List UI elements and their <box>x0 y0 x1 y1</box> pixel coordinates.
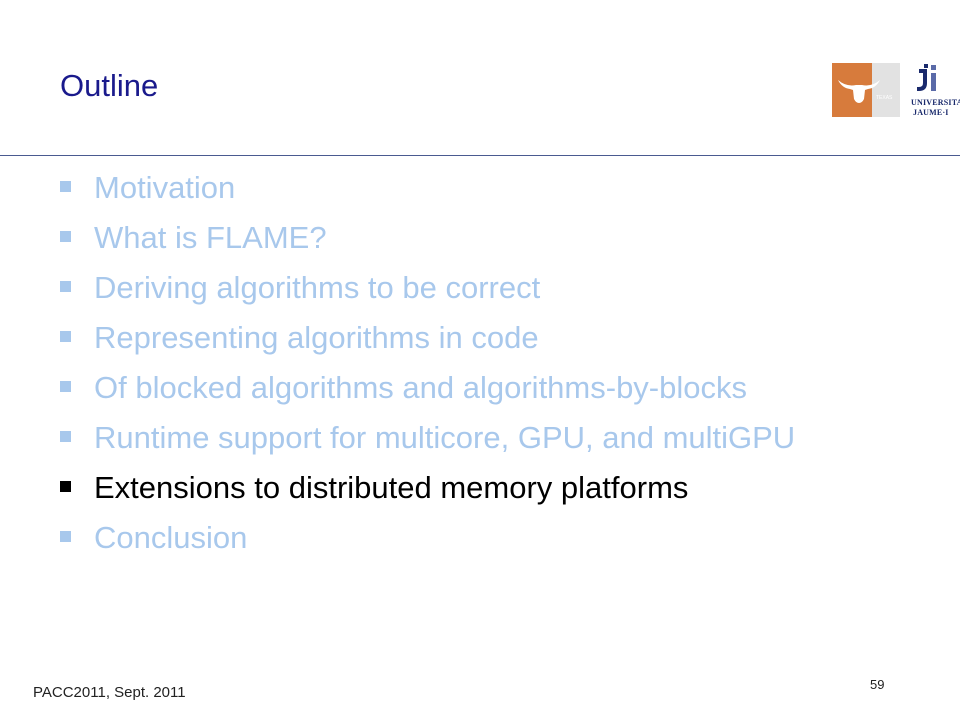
footer-conference: PACC2011, Sept. 2011 <box>33 684 186 701</box>
outline-item-conclusion: Conclusion <box>60 522 920 554</box>
outline-item-deriving-algorithms: Deriving algorithms to be correct <box>60 272 920 304</box>
outline-list: Motivation What is FLAME? Deriving algor… <box>60 172 920 572</box>
outline-item-representing-algorithms: Representing algorithms in code <box>60 322 920 354</box>
square-bullet-icon <box>60 181 71 192</box>
outline-item-runtime-support: Runtime support for multicore, GPU, and … <box>60 422 920 454</box>
outline-item-text: Motivation <box>94 170 236 205</box>
outline-item-text: What is FLAME? <box>94 220 327 255</box>
square-bullet-icon <box>60 431 71 442</box>
uji-logo-line2: JAUME·I <box>913 108 949 117</box>
square-bullet-icon <box>60 281 71 292</box>
outline-item-blocked-algorithms: Of blocked algorithms and algorithms-by-… <box>60 372 920 404</box>
square-bullet-icon <box>60 381 71 392</box>
universitat-jaume-i-logo-icon: UNIVERSITAT JAUME·I <box>909 63 960 117</box>
square-bullet-icon <box>60 331 71 342</box>
square-bullet-icon <box>60 481 71 492</box>
outline-item-motivation: Motivation <box>60 172 920 204</box>
outline-item-text: Runtime support for multicore, GPU, and … <box>94 420 796 455</box>
square-bullet-icon <box>60 231 71 242</box>
uji-logo-line1: UNIVERSITAT <box>911 98 960 107</box>
texas-logo-label: TEXAS <box>876 95 893 101</box>
header-logos: TEXAS UNIVERSITAT JAUME·I <box>832 63 960 117</box>
page-number: 59 <box>870 677 885 692</box>
outline-item-text: Of blocked algorithms and algorithms-by-… <box>94 370 747 405</box>
outline-item-text: Representing algorithms in code <box>94 320 539 355</box>
outline-item-what-is-flame: What is FLAME? <box>60 222 920 254</box>
outline-item-text: Deriving algorithms to be correct <box>94 270 541 305</box>
outline-item-text: Extensions to distributed memory platfor… <box>94 470 689 505</box>
square-bullet-icon <box>60 531 71 542</box>
outline-item-distributed-memory: Extensions to distributed memory platfor… <box>60 472 920 504</box>
outline-item-text: Conclusion <box>94 520 248 555</box>
slide-title: Outline <box>60 68 159 103</box>
texas-longhorn-logo-icon: TEXAS <box>832 63 900 117</box>
title-divider <box>0 155 960 156</box>
